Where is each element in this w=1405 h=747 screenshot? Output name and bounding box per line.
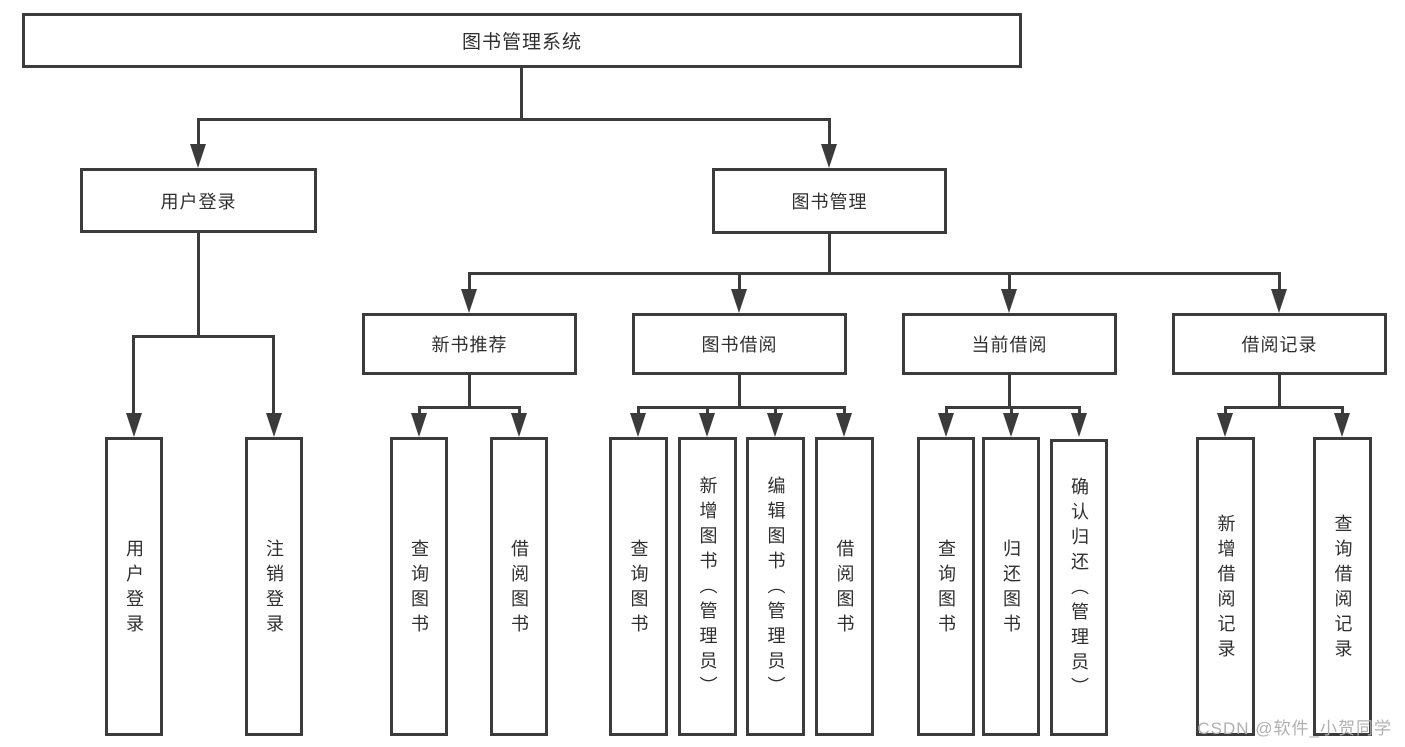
node-label: 当前借阅	[971, 335, 1048, 355]
node-user-login: 用户登录	[80, 168, 317, 233]
connector-arm	[1078, 406, 1081, 416]
node-library-management-system: 图书管理系统	[22, 13, 1022, 68]
connector-arm	[637, 406, 640, 416]
connector-bar	[1224, 406, 1344, 409]
connector-arm	[272, 335, 275, 416]
node-label: 查询图书	[628, 538, 649, 639]
leaf-edit-books-admin: 编辑图书（管理员）	[746, 437, 805, 736]
arrowhead-icon	[938, 413, 954, 437]
connector-root-stem	[520, 68, 523, 119]
node-label: 查询借阅记录	[1332, 513, 1353, 664]
arrowhead-icon	[767, 413, 783, 437]
node-borrowing-records: 借阅记录	[1172, 313, 1387, 375]
arrowhead-icon	[630, 413, 646, 437]
connector-book-mgmt-stem	[828, 234, 831, 273]
leaf-query-books-current: 查询图书	[917, 437, 975, 736]
node-label: 新增图书（管理员）	[697, 476, 718, 701]
csdn-watermark: CSDN @软件_小贺同学	[1197, 719, 1392, 738]
leaf-logout: 注销登录	[245, 437, 303, 736]
connector-bar	[637, 406, 846, 409]
arrowhead-icon	[461, 289, 477, 313]
connector-arm	[945, 406, 948, 416]
leaf-query-borrow-record: 查询借阅记录	[1313, 437, 1372, 736]
arrowhead-icon	[126, 413, 142, 437]
connector-arm	[828, 118, 831, 148]
node-label: 图书管理系统	[461, 32, 582, 53]
arrowhead-icon	[511, 413, 527, 437]
connector-level3-bar	[468, 272, 1281, 275]
node-label: 新书推荐	[431, 335, 508, 355]
node-label: 借阅图书	[509, 538, 529, 639]
connector-arm	[706, 406, 709, 416]
node-label: 查询图书	[409, 538, 429, 639]
leaf-query-books-newbook: 查询图书	[390, 437, 448, 736]
arrowhead-icon	[1271, 289, 1287, 313]
arrowhead-icon	[1217, 413, 1233, 437]
leaf-confirm-return-admin: 确认归还（管理员）	[1050, 439, 1108, 736]
leaf-query-books-borrow: 查询图书	[609, 437, 668, 736]
leaf-return-books: 归还图书	[982, 437, 1040, 736]
leaf-borrow-books: 借阅图书	[815, 437, 874, 736]
node-label: 归还图书	[1001, 538, 1021, 639]
node-label: 编辑图书（管理员）	[765, 476, 786, 701]
connector-level2-bar	[197, 118, 831, 121]
connector-arm	[518, 406, 521, 416]
connector-stem	[468, 375, 471, 409]
connector-arm	[1278, 272, 1281, 292]
arrowhead-icon	[266, 413, 282, 437]
connector-arm	[197, 118, 200, 148]
leaf-user-login: 用户登录	[105, 437, 163, 736]
connector-arm	[843, 406, 846, 416]
node-label: 确认归还（管理员）	[1069, 477, 1089, 702]
leaf-add-borrow-record: 新增借阅记录	[1196, 437, 1255, 736]
node-label: 查询图书	[936, 538, 956, 639]
node-label: 注销登录	[264, 538, 284, 639]
node-current-borrowing: 当前借阅	[902, 313, 1117, 375]
arrowhead-icon	[411, 413, 427, 437]
connector-arm	[132, 335, 135, 416]
connector-arm	[1341, 406, 1344, 416]
arrowhead-icon	[731, 289, 747, 313]
connector-user-login-bar	[132, 335, 275, 338]
leaf-borrow-books-newbook: 借阅图书	[490, 437, 548, 736]
node-book-borrowing: 图书借阅	[632, 313, 847, 375]
leaf-add-books-admin: 新增图书（管理员）	[678, 437, 737, 736]
arrowhead-icon	[1071, 413, 1087, 437]
node-label: 用户登录	[124, 538, 144, 639]
connector-arm	[1010, 406, 1013, 416]
node-new-book-recommend: 新书推荐	[362, 313, 577, 375]
node-label: 图书借阅	[701, 335, 778, 355]
node-label: 用户登录	[160, 191, 237, 212]
arrowhead-icon	[190, 144, 206, 168]
connector-bar	[418, 406, 521, 409]
node-label: 图书管理	[791, 192, 868, 212]
node-label: 借阅记录	[1241, 335, 1318, 355]
connector-stem	[738, 375, 741, 409]
connector-user-login-stem	[197, 233, 200, 337]
arrowhead-icon	[699, 413, 715, 437]
arrowhead-icon	[1001, 289, 1017, 313]
connector-stem	[1278, 375, 1281, 409]
connector-stem	[1008, 375, 1011, 409]
connector-arm	[1224, 406, 1227, 416]
arrowhead-icon	[821, 144, 837, 168]
arrowhead-icon	[836, 413, 852, 437]
connector-arm	[468, 272, 471, 292]
connector-arm	[418, 406, 421, 416]
connector-arm	[738, 272, 741, 292]
connector-arm	[1008, 272, 1011, 292]
node-book-management: 图书管理	[712, 168, 947, 234]
node-label: 借阅图书	[834, 538, 855, 639]
arrowhead-icon	[1334, 413, 1350, 437]
connector-bar	[945, 406, 1081, 409]
node-label: 新增借阅记录	[1215, 513, 1236, 664]
arrowhead-icon	[1003, 413, 1019, 437]
connector-arm	[774, 406, 777, 416]
